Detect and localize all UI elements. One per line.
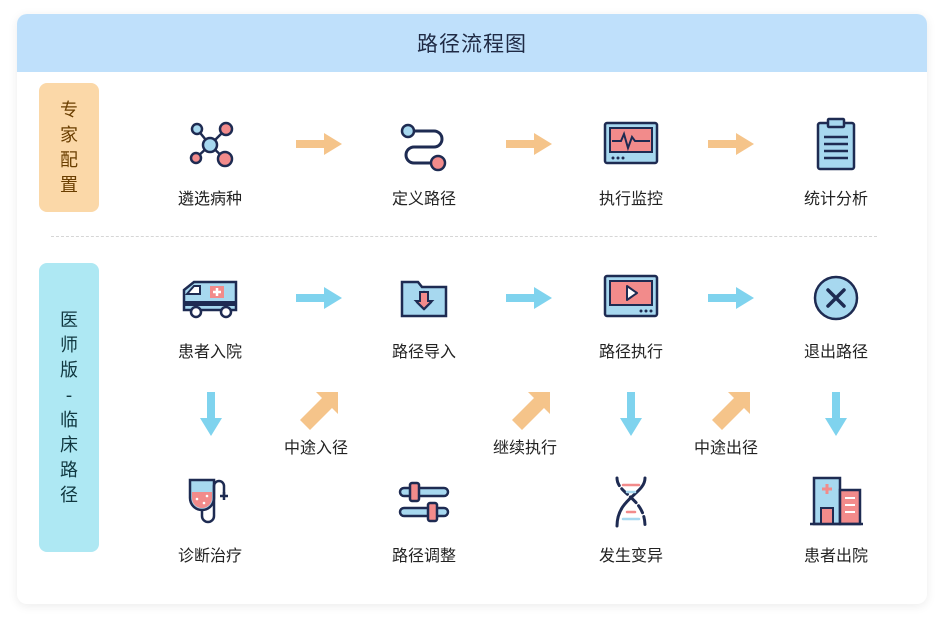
blue-arrow-down-icon (825, 392, 847, 436)
step-patient-discharge: 患者出院 (776, 472, 896, 566)
section-expert-label: 专家配置 (60, 99, 78, 196)
folder-import-icon (400, 280, 448, 318)
section-doctor-label: 医师版-临床路径 (60, 309, 78, 506)
orange-arrow-right-icon (296, 133, 342, 155)
blue-arrow-right-icon (506, 287, 552, 309)
step-label: 路径调整 (391, 546, 456, 565)
section-expert-config: 专家配置 (39, 83, 99, 212)
network-icon (189, 121, 234, 168)
orange-arrow-up-right-icon (712, 392, 750, 430)
blue-arrow-right-icon (708, 287, 754, 309)
orange-arrow-up-right-icon (512, 392, 550, 430)
flow-label-midway-enter: 中途入径 (284, 438, 349, 457)
dna-icon (615, 476, 647, 528)
flow-label-midway-exit: 中途出径 (694, 438, 759, 457)
step-define-path: 定义路径 (364, 115, 484, 209)
step-label: 统计分析 (803, 189, 868, 208)
iv-drip-icon (188, 478, 228, 524)
step-path-import: 路径导入 (364, 268, 484, 362)
step-label: 患者出院 (803, 546, 868, 565)
step-label: 诊断治疗 (177, 546, 242, 565)
step-label: 执行监控 (598, 189, 663, 208)
ambulance-icon (182, 280, 238, 319)
step-label: 遴选病种 (177, 189, 242, 208)
step-patient-admission: 患者入院 (150, 268, 270, 362)
step-variation: 发生变异 (571, 472, 691, 566)
blue-arrow-down-icon (200, 392, 222, 436)
step-label: 发生变异 (598, 546, 663, 565)
step-execution-monitor: 执行监控 (571, 115, 691, 209)
step-label: 定义路径 (391, 189, 456, 208)
step-exit-path: 退出路径 (776, 268, 896, 362)
blue-arrow-right-icon (296, 287, 342, 309)
orange-arrow-up-right-icon (300, 392, 338, 430)
blue-arrow-down-icon (620, 392, 642, 436)
flowchart-card: 路径流程图 (17, 14, 927, 604)
orange-arrow-right-icon (708, 133, 754, 155)
step-label: 退出路径 (803, 342, 868, 361)
step-path-adjustment: 路径调整 (364, 472, 484, 566)
sliders-icon (398, 481, 450, 523)
step-path-execution: 路径执行 (571, 268, 691, 362)
section-doctor-clinical-path: 医师版-临床路径 (39, 263, 99, 552)
clipboard-icon (816, 117, 856, 171)
step-diagnosis-treatment: 诊断治疗 (150, 472, 270, 566)
step-statistics: 统计分析 (776, 115, 896, 209)
step-label: 路径执行 (598, 342, 663, 361)
section-divider (51, 236, 877, 237)
video-play-icon (603, 274, 659, 318)
step-label: 患者入院 (177, 342, 242, 361)
route-icon (400, 123, 447, 172)
close-circle-icon (813, 275, 859, 321)
orange-arrow-right-icon (506, 133, 552, 155)
flow-label-continue-execution: 继续执行 (493, 438, 558, 457)
hospital-icon (810, 476, 863, 526)
step-select-disease: 遴选病种 (150, 115, 270, 209)
page-title: 路径流程图 (17, 14, 927, 72)
step-label: 路径导入 (391, 342, 456, 361)
monitor-heartbeat-icon (603, 121, 659, 165)
